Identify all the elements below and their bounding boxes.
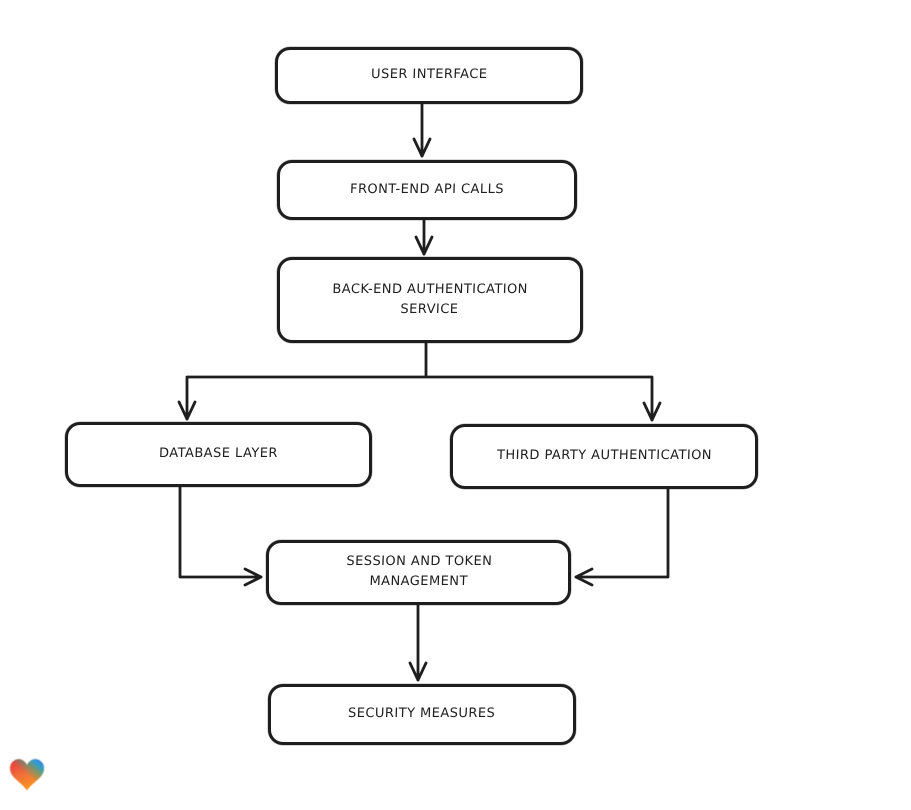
- node-third-party-authentication[interactable]: THIRD PARTY AUTHENTICATION: [450, 424, 758, 489]
- arrowhead-down: [408, 661, 428, 682]
- edge-backend-branch: [185, 341, 654, 422]
- node-session-and-token-management-label: SESSION AND TOKEN MANAGEMENT: [345, 554, 493, 590]
- arrowhead-right: [243, 567, 263, 587]
- arrowhead-down: [412, 137, 432, 158]
- edge-database-to-session: [178, 485, 263, 579]
- node-user-interface-label: USER INTERFACE: [370, 67, 488, 83]
- node-user-interface[interactable]: USER INTERFACE: [275, 47, 583, 104]
- node-security-measures[interactable]: SECURITY MEASURES: [268, 684, 576, 745]
- arrowhead-down: [177, 400, 197, 421]
- arrowhead-down: [642, 401, 662, 422]
- node-third-party-authentication-label: THIRD PARTY AUTHENTICATION: [496, 448, 712, 464]
- lovable-heart-logo[interactable]: [10, 759, 44, 791]
- node-session-and-token-management[interactable]: SESSION AND TOKEN MANAGEMENT: [266, 540, 571, 605]
- node-front-end-api-calls-label: FRONT-END API CALLS: [349, 181, 505, 197]
- node-security-measures-label: SECURITY MEASURES: [348, 706, 496, 722]
- node-back-end-authentication-service[interactable]: BACK-END AUTHENTICATION SERVICE: [277, 257, 583, 343]
- edge-thirdparty-to-session: [574, 487, 670, 579]
- heart-icon: [10, 759, 44, 791]
- node-back-end-authentication-service-label: BACK-END AUTHENTICATION SERVICE: [332, 281, 529, 317]
- arrowhead-left: [574, 567, 594, 587]
- node-front-end-api-calls[interactable]: FRONT-END API CALLS: [277, 160, 577, 220]
- node-database-layer[interactable]: DATABASE LAYER: [65, 422, 372, 487]
- node-database-layer-label: DATABASE LAYER: [158, 446, 279, 462]
- arrowhead-down: [414, 235, 434, 256]
